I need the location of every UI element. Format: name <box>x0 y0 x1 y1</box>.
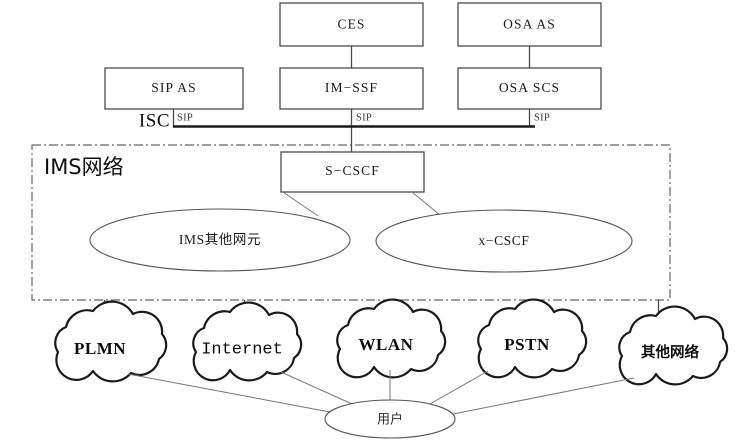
box-osa-scs-label: OSA SCS <box>499 80 560 95</box>
cloud-plmn[interactable]: PLMN <box>54 300 168 383</box>
sip-label-osascs: SIP <box>534 112 550 123</box>
ellipse-user-label: 用户 <box>377 412 403 428</box>
box-s-cscf[interactable]: S−CSCF <box>280 151 425 193</box>
box-im-ssf[interactable]: IM−SSF <box>279 67 424 110</box>
box-osa-as-label: OSA AS <box>503 17 556 32</box>
cloud-wlan-label: WLAN <box>359 335 414 354</box>
box-osa-scs[interactable]: OSA SCS <box>457 67 602 110</box>
box-sip-as-label: SIP AS <box>151 80 197 95</box>
cloud-other-net[interactable]: 其他网络 <box>618 305 729 386</box>
cloud-internet-label: Internet <box>201 340 283 359</box>
connector-other-net-to-user <box>452 377 635 415</box>
box-ces[interactable]: CES <box>279 2 424 47</box>
box-im-ssf-label: IM−SSF <box>325 80 378 95</box>
ellipse-x-cscf-label: x−CSCF <box>479 233 530 248</box>
sip-label-imssf: SIP <box>356 112 372 123</box>
connector-scscf-to-ims-other <box>282 191 319 217</box>
cloud-pstn[interactable]: PSTN <box>477 298 588 379</box>
connector-internet-to-user <box>280 371 353 405</box>
sip-label-sipas: SIP <box>177 112 193 123</box>
connector-scscf-to-xcscf <box>411 191 441 216</box>
ellipse-x-cscf[interactable]: x−CSCF <box>375 209 633 273</box>
isc-bus-label: ISC <box>139 110 170 131</box>
box-ces-label: CES <box>337 17 365 32</box>
ellipse-ims-other-label: IMS其他网元 <box>179 232 261 247</box>
connector-plmn-to-user <box>127 373 331 413</box>
ellipse-user[interactable]: 用户 <box>324 399 456 439</box>
ellipse-ims-other[interactable]: IMS其他网元 <box>89 208 351 272</box>
connector-pstn-to-user <box>429 370 489 405</box>
cloud-internet[interactable]: Internet <box>192 301 303 382</box>
cloud-pstn-label: PSTN <box>504 335 550 354</box>
box-sip-as[interactable]: SIP AS <box>104 67 244 110</box>
cloud-plmn-label: PLMN <box>74 339 126 358</box>
box-osa-as[interactable]: OSA AS <box>457 2 602 47</box>
box-s-cscf-label: S−CSCF <box>325 163 380 178</box>
cloud-other-net-label: 其他网络 <box>641 343 699 361</box>
cloud-wlan[interactable]: WLAN <box>336 298 447 379</box>
ims-network-region-label: IMS网络 <box>44 155 124 179</box>
